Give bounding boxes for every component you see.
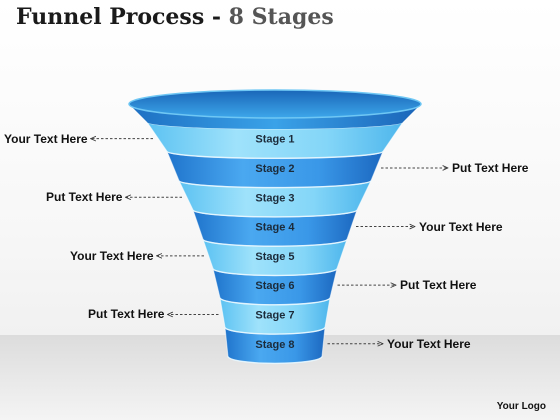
stage-band: Stage 3	[178, 180, 372, 218]
page-title: Funnel Process - 8 Stages	[16, 4, 334, 30]
stage-band-rim	[219, 297, 331, 306]
stage-band: Stage 2	[166, 151, 384, 189]
stage-label: Stage 3	[255, 192, 294, 204]
funnel-mouth-opening	[128, 89, 422, 119]
callout-label: Put Text Here	[46, 190, 123, 205]
stage-band-rim	[166, 150, 384, 159]
stage-label: Stage 7	[255, 309, 294, 321]
stage-band-rim	[202, 238, 348, 247]
stage-band-rim	[178, 180, 372, 189]
stage-band-rim	[212, 268, 338, 277]
funnel-mouth	[128, 89, 422, 129]
callout-label: Put Text Here	[88, 307, 165, 322]
logo-placeholder: Your Logo	[496, 401, 546, 412]
callout-label: Your Text Here	[70, 248, 154, 263]
title-main: Funnel Process -	[16, 4, 221, 30]
stage-label: Stage 2	[255, 163, 294, 175]
callout-label: Put Text Here	[400, 278, 477, 293]
stage-label: Stage 4	[255, 222, 295, 234]
stage-label: Stage 1	[255, 134, 294, 146]
stage-band-rim	[192, 209, 358, 218]
callout-label: Put Text Here	[452, 160, 529, 175]
callout-label: Your Text Here	[387, 336, 471, 351]
stage-band-rim	[224, 326, 326, 335]
title-accent: 8 Stages	[228, 4, 334, 30]
stage-band: Stage 8	[224, 326, 326, 365]
stage-label: Stage 6	[255, 280, 294, 292]
stage-label: Stage 5	[255, 251, 294, 263]
stage-label: Stage 8	[255, 339, 294, 351]
stage-band: Stage 7	[219, 297, 331, 335]
stage-band: Stage 6	[212, 268, 338, 306]
callout-label: Your Text Here	[4, 131, 88, 146]
stage-band-rim	[227, 356, 323, 365]
callout-label: Your Text Here	[419, 219, 503, 234]
